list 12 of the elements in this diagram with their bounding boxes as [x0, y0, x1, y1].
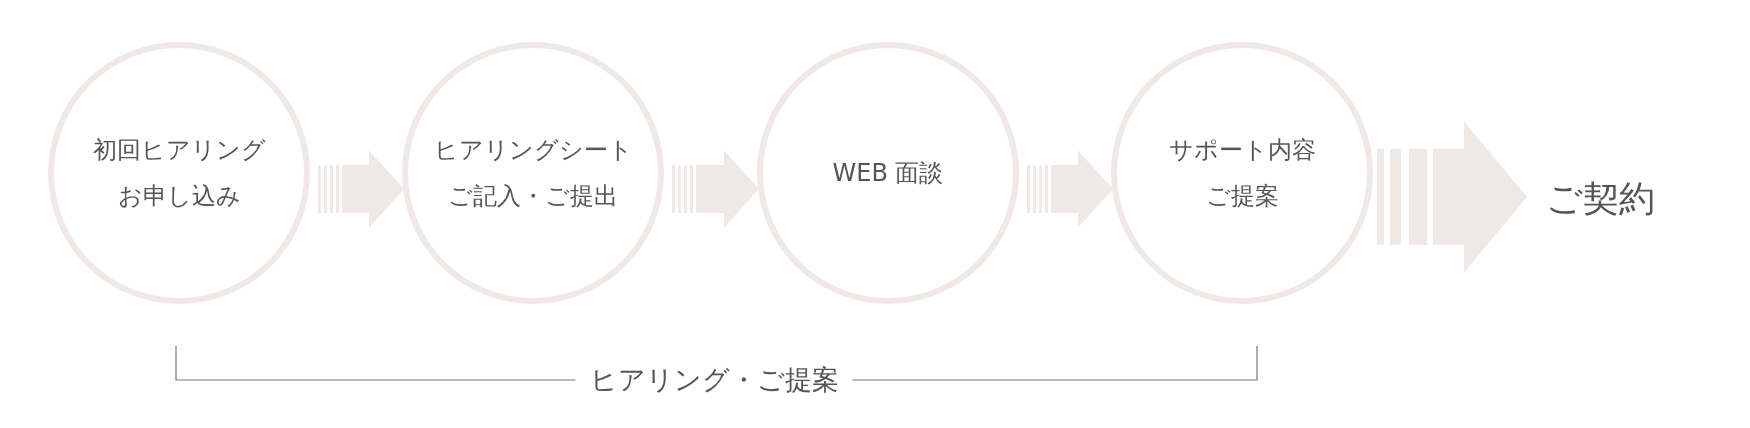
step-text: WEB 面談	[832, 158, 944, 189]
step-text: ヒアリングシート	[433, 135, 633, 166]
step-text: お申し込み	[117, 181, 241, 212]
step-text: 初回ヒアリング	[92, 135, 266, 166]
block-arrow	[342, 150, 404, 228]
step-text: サポート内容	[1168, 135, 1316, 166]
step-text: ご記入・ご提出	[448, 181, 618, 212]
step-text: ご提案	[1205, 181, 1279, 212]
block-arrow	[1433, 121, 1527, 273]
block-arrow	[696, 150, 759, 228]
result-text: ご契約	[1545, 174, 1655, 224]
block-arrow	[1051, 150, 1113, 228]
